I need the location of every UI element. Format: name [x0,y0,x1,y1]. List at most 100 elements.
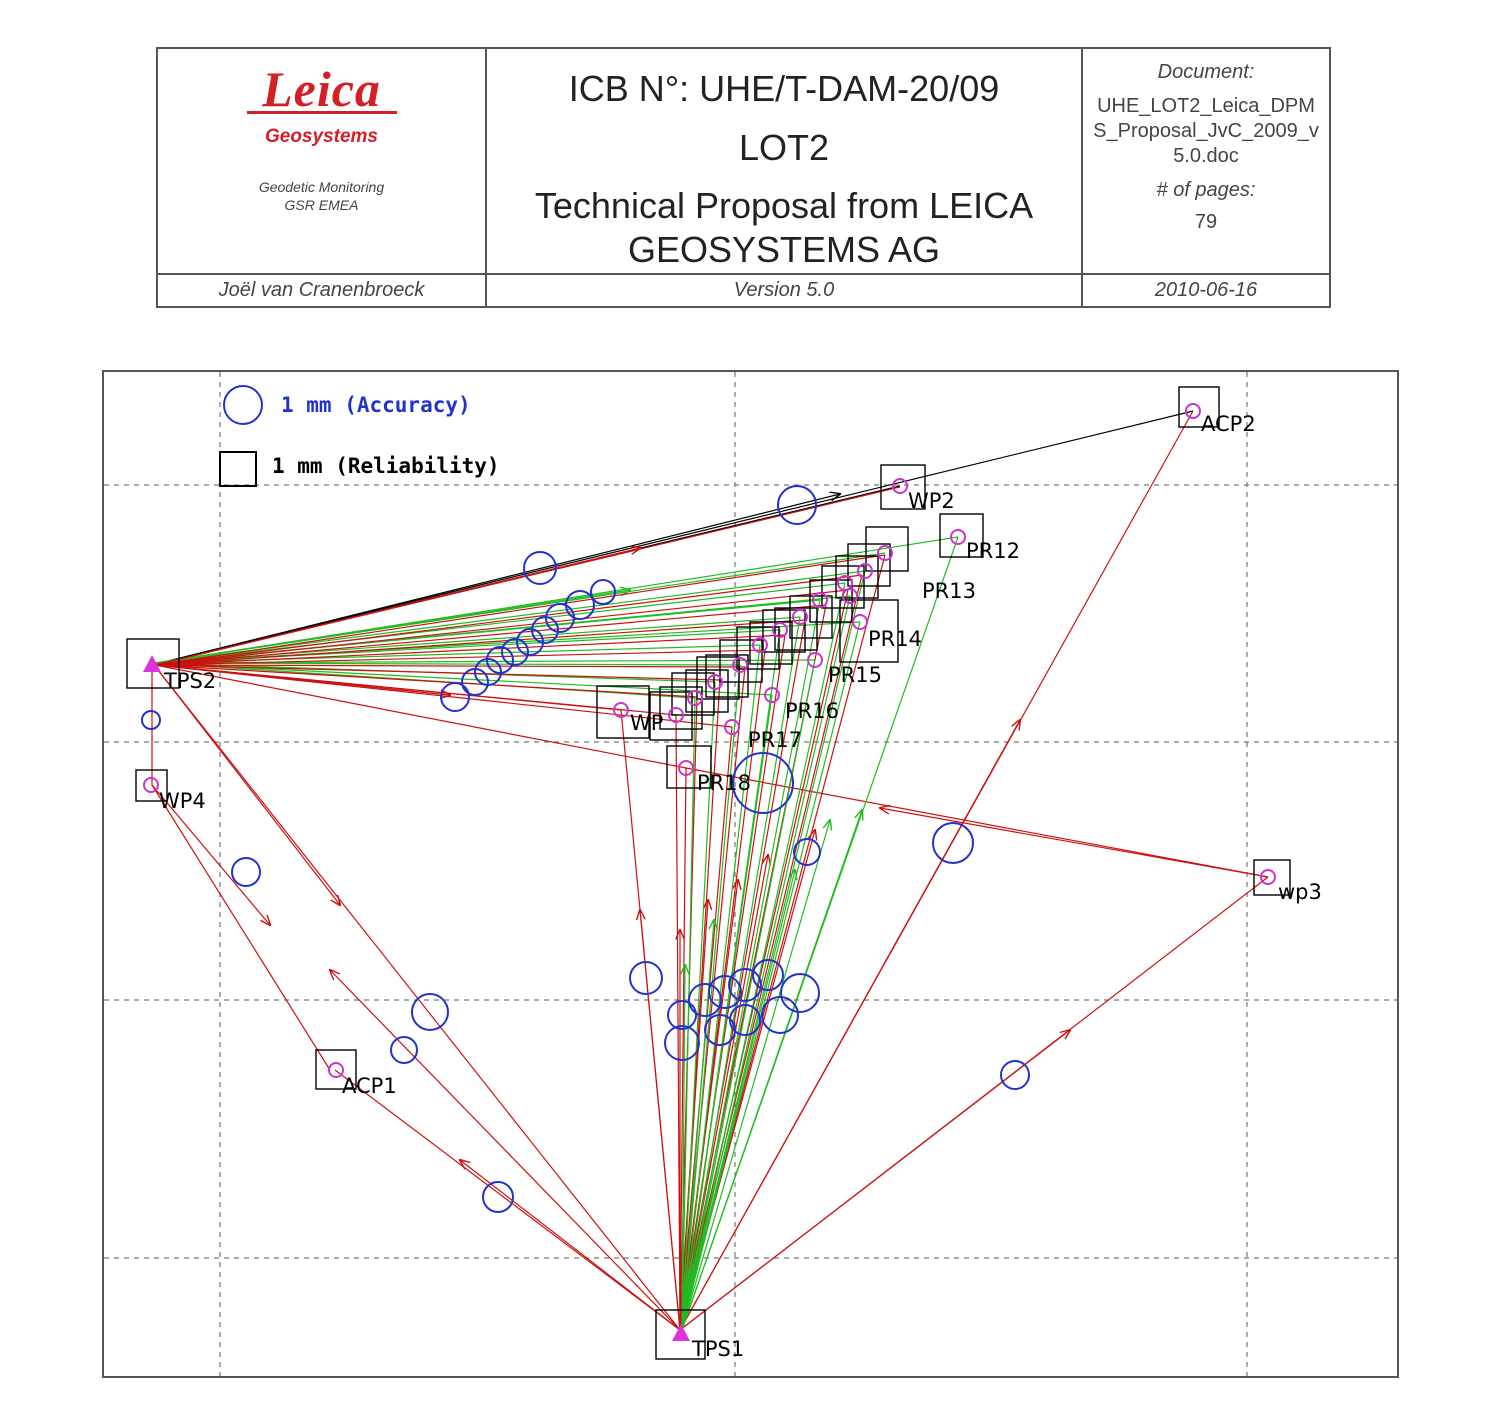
accuracy-circle [461,668,489,696]
point-marker [852,614,868,630]
point-marker [678,760,694,776]
reliability-box [1253,859,1291,896]
date: 2010-06-16 [1154,279,1258,301]
point-marker [772,622,788,638]
reliability-box [135,769,168,802]
accuracy-circle [1000,1060,1030,1090]
accuracy-circle [752,959,784,991]
label-acp2: ACP2 [1201,412,1256,436]
reliability-legend-icon [219,451,257,487]
label-acp1: ACP1 [342,1074,397,1098]
department-line-2: GSR EMEA [284,197,359,213]
observation-line [154,664,687,769]
accuracy-circle [523,551,557,585]
point-marker [707,674,723,690]
reliability-box [671,672,715,716]
point-marker [857,563,873,579]
grid [104,372,1397,1376]
legend: 1 mm (Accuracy) 1 mm (Reliability) [219,385,500,487]
station-triangle-tps2 [143,655,161,672]
reliability-box [685,669,729,713]
point-marker [752,637,768,653]
reliability-box [939,513,984,558]
observation-line [154,649,766,666]
reliability-box [789,595,833,639]
stations [143,655,690,1341]
accuracy-circle [704,1014,736,1046]
observation-line [154,554,886,666]
logo-subtitle: Geosystems [264,126,378,147]
accuracy-circle [688,983,722,1017]
proposal-title: Technical Proposal from LEICA GEOSYSTEMS… [534,185,1034,270]
tender-number: ICB N°: UHE/T-DAM-20/09 [568,68,1000,109]
accuracy-circle [231,857,261,887]
observation-line [679,619,806,1331]
accuracy-circle [440,682,470,712]
reliability-box [821,565,865,609]
reliability-box [596,685,650,739]
reliability-box [749,621,793,665]
observation-line [681,599,821,1331]
reliability-box [774,607,818,651]
observation-line [679,679,721,1331]
accuracy-circle [390,1036,418,1064]
label-wp4: WP4 [159,789,206,813]
accuracy-circle [932,822,974,864]
reliability-box [809,579,853,623]
point-marker [143,777,159,793]
accuracy-circle [141,710,161,730]
reliability-box [719,639,763,683]
point-marker [812,592,828,608]
pages-label: # of pages: [1156,179,1256,201]
observation-line [679,767,687,1331]
leica-logo: Leica [262,61,381,117]
reliability-box [880,464,926,510]
observation-line [679,1030,1070,1331]
reliability-box [839,599,899,663]
observation-line [681,582,846,1331]
observation-line [679,649,766,1331]
point-marker [950,529,966,545]
observation-line [151,494,840,666]
observation-line [157,669,340,905]
observation-line [681,595,851,1331]
reliability-box [666,745,712,789]
label-pr14: PR14 [868,627,922,651]
observation-line [154,589,849,666]
accuracy-circle [793,838,821,866]
accuracy-circle [516,628,544,656]
observation-line [154,634,786,666]
observation-line [154,664,721,681]
observation-line [151,784,331,1071]
station-triangle-tps1 [672,1324,690,1341]
logo-cell: Leica Geosystems Geodetic Monitoring GSR… [158,49,487,275]
accuracy-circle [780,973,820,1013]
accuracy-circle [411,993,449,1031]
observation-line [675,714,681,1331]
department-line-1: Geodetic Monitoring [258,179,385,195]
observation-line [681,629,781,1331]
accuracy-circle [664,1025,700,1061]
reliability-box [696,656,740,700]
point-marker [792,609,808,625]
observation-line [151,784,270,925]
observation-line [640,910,681,1331]
observation-line [154,548,640,666]
point-marker [892,478,908,494]
label-pr17: PR17 [748,728,802,752]
document-filename: UHE_LOT2_Leica_DPMS_Proposal_JvC_2009_v5… [1093,95,1319,167]
label-wp-mid: WP [630,711,663,735]
accuracy-circle [501,638,529,666]
observation-line [685,767,1269,878]
reliability-legend-label: 1 mm (Reliability) [272,454,500,478]
reliability-box [847,543,891,587]
point-marker [877,545,893,561]
point-marker [842,588,858,604]
observation-line [681,570,866,1331]
document-label: Document: [1157,61,1255,83]
reliability-box [315,1049,357,1090]
observation-line [460,1160,681,1331]
label-tps2: TPS2 [163,669,216,693]
observation-line [151,410,1194,666]
